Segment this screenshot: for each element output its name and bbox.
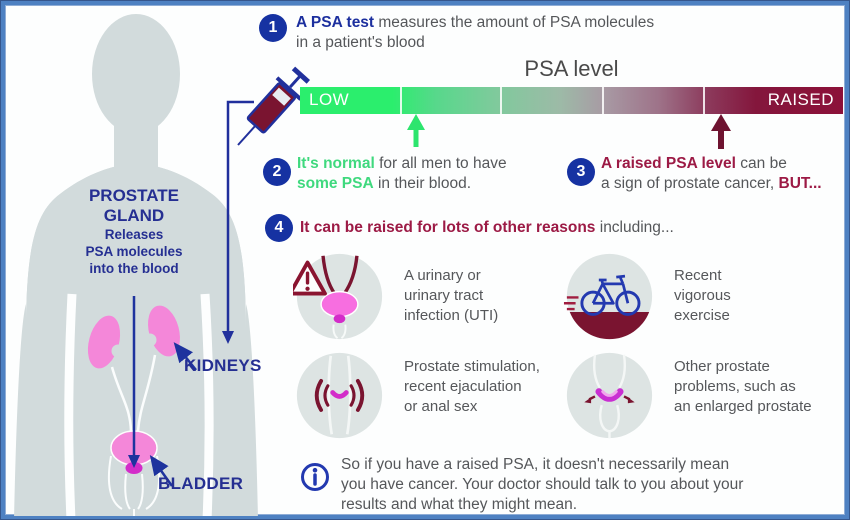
left-arm-gap	[64, 293, 77, 516]
psa-bar-title: PSA level	[524, 56, 619, 81]
kidneys-label: KIDNEYS	[184, 356, 262, 375]
step-3-badge: 3	[567, 158, 595, 186]
bicycle-icon	[563, 253, 653, 340]
prostate-pointer-line	[128, 296, 140, 468]
bar-divider	[400, 87, 402, 114]
reason-stimulation-text: Prostate stimulation, recent ejaculation…	[404, 358, 540, 415]
step-1-text: A PSA test measures the amount of PSA mo…	[296, 14, 655, 51]
step-2-badge: 2	[263, 158, 291, 186]
bar-raised-label: RAISED	[767, 90, 834, 109]
maroon-up-arrow-icon	[711, 114, 731, 149]
kidneys-illustration	[87, 305, 180, 369]
step-2-text: It's normal for all men to have some PSA…	[297, 155, 507, 192]
info-icon	[301, 463, 329, 491]
bar-low-label: LOW	[309, 90, 350, 109]
uti-warning-icon	[293, 253, 383, 340]
psa-level-gradient-bar: LOW RAISED	[300, 87, 843, 114]
step-4-text: It can be raised for lots of other reaso…	[300, 219, 674, 236]
right-ureter	[136, 354, 157, 432]
disclaimer-note: So if you have a raised PSA, it doesn't …	[341, 456, 744, 513]
body-silhouette-diagram	[14, 14, 258, 516]
syringe-icon	[237, 66, 311, 146]
body-silhouette	[14, 14, 258, 516]
prostate-gland-label: PROSTATE GLAND Releases PSA molecules in…	[85, 186, 183, 276]
bladder-label: BLADDER	[158, 474, 244, 493]
enlarged-prostate-icon	[566, 352, 653, 439]
bar-divider	[703, 87, 705, 114]
kidneys-arrow	[173, 342, 197, 371]
bladder-arrow	[149, 454, 174, 487]
prostate-stimulation-icon	[296, 352, 383, 439]
right-arm-gap	[200, 293, 214, 516]
reason-exercise-text: Recent vigorous exercise	[674, 267, 731, 324]
left-ureter	[110, 366, 133, 432]
green-up-arrow-icon	[407, 114, 425, 147]
step-4-badge: 4	[265, 214, 293, 242]
reason-enlarged-text: Other prostate problems, such as an enla…	[674, 358, 812, 415]
step-1-badge: 1	[259, 14, 287, 42]
bar-divider	[500, 87, 502, 114]
reason-uti-text: A urinary or urinary tract infection (UT…	[404, 267, 499, 324]
warning-triangle-icon	[293, 260, 327, 296]
bar-divider	[602, 87, 604, 114]
step-3-text: A raised PSA level can be a sign of pros…	[601, 155, 822, 192]
